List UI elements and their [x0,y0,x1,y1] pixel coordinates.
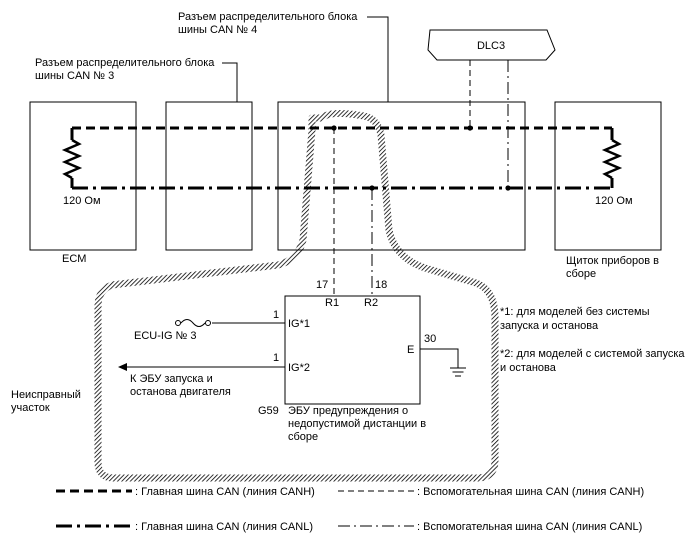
ig2-terminal-label: IG*2 [288,362,310,374]
faulty-section-label-line1: Неисправный [11,389,81,401]
note-2-line2: и останова [500,362,557,374]
instrument-cluster-box [554,101,662,251]
fuse-terminal-left [175,320,181,326]
note-1-line1: *1: для моделей без системы [500,306,650,318]
faulty-section-label-line2: участок [11,402,50,414]
unit-label-line2: недопустимой дистанции в [288,418,426,430]
j3-leader-line [222,62,238,102]
ecm-resistor-label: 120 Ом [63,195,101,207]
g59-label: G59 [258,405,279,417]
arrow-left-icon [118,363,127,371]
junction-dot [505,185,511,191]
arrow-label-line1: К ЭБУ запуска и [130,373,213,385]
pin-1-ig2-label: 1 [273,352,279,364]
pin-30-label: 30 [424,333,436,345]
ecm-resistor [61,138,83,180]
r2-label: R2 [364,297,378,309]
j3-label-line1: Разъем распределительного блока [35,57,215,69]
legend-sub-canl-label: : Вспомогательная шина CAN (линия CANL) [417,521,642,533]
junction-dot [369,185,375,191]
j4-leader-line [367,16,389,102]
junction-connector-4-box [277,101,526,251]
cluster-label-line2: сборе [566,268,596,280]
cluster-resistor-label: 120 Ом [595,195,633,207]
unit-label-line1: ЭБУ предупреждения о [288,405,408,417]
dlc3-connector-shape [427,29,556,61]
arrow-label-line2: останова двигателя [130,386,231,398]
ig1-terminal-label: IG*1 [288,318,310,330]
j4-label-line1: Разъем распределительного блока [178,11,358,23]
unit-label-line3: сборе [288,431,318,443]
distance-warning-ecu-box [284,295,421,405]
note-1-line2: запуска и останова [500,320,599,332]
legend-main-canh-label: : Главная шина CAN (линия CANH) [135,486,315,498]
j4-label-line2: шины CAN № 4 [178,24,257,36]
j3-label-line2: шины CAN № 3 [35,70,114,82]
ground-wire [420,348,459,368]
pin-17-label: 17 [316,279,328,291]
legend-sub-canh-label: : Вспомогательная шина CAN (линия CANH) [417,486,644,498]
ecu-ig-fuse-label: ECU-IG № 3 [134,330,197,342]
pin-18-label: 18 [375,279,387,291]
fuse-terminal-right [205,320,211,326]
e-terminal-label: E [407,344,414,356]
faulty-section-outline [94,109,499,482]
fuse-icon [180,319,206,327]
cluster-label-line1: Щиток приборов в [566,255,659,267]
dlc3-label: DLC3 [477,40,505,52]
r1-label: R1 [325,297,339,309]
junction-connector-3-box [165,101,253,251]
pin-1-ig1-label: 1 [273,309,279,321]
cluster-resistor [601,138,623,180]
note-2-line1: *2: для моделей с системой запуска [500,348,685,360]
legend-main-canl-label: : Главная шина CAN (линия CANL) [135,521,313,533]
junction-dot [467,125,473,131]
ecm-label: ECM [62,253,86,265]
ecm-box [29,101,137,251]
junction-dot [331,125,337,131]
